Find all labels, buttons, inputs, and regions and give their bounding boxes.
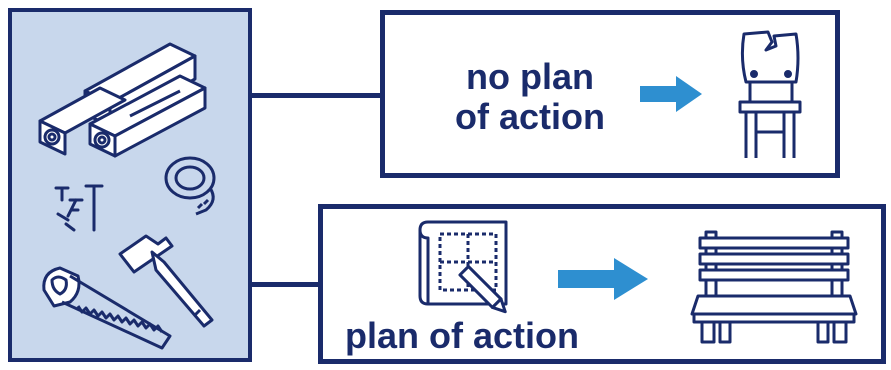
no-plan-label-line2: of action (455, 96, 605, 137)
blueprint-pencil-icon (418, 220, 508, 314)
broken-chair-icon (738, 30, 802, 158)
screws-nails-icon (54, 184, 104, 232)
arrow-right-icon (640, 76, 702, 112)
connector-top (252, 93, 382, 98)
saw-icon (42, 266, 172, 350)
arrow-right-icon-2 (558, 258, 648, 300)
connector-bottom (252, 282, 320, 287)
plan-label: plan of action (345, 315, 579, 356)
hammer-icon (118, 234, 214, 328)
tape-measure-icon (164, 156, 216, 216)
no-plan-label-line1: no plan (466, 56, 594, 97)
no-plan-label: no plan of action (430, 57, 630, 137)
bench-icon (690, 230, 858, 344)
lumber-icon (38, 42, 207, 158)
